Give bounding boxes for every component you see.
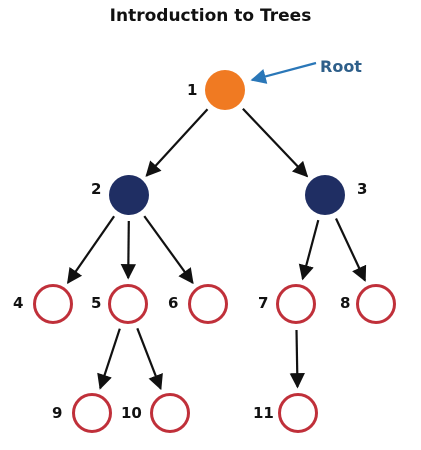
node-7-circle xyxy=(276,284,316,324)
edge-5-to-10 xyxy=(136,327,163,391)
edge-7-to-11 xyxy=(289,329,305,389)
node-11-label: 11 xyxy=(253,404,274,422)
root-pointer-arrow xyxy=(250,61,317,84)
node-1-label: 1 xyxy=(187,81,197,99)
edge-1-to-2 xyxy=(145,108,209,177)
node-7-label: 7 xyxy=(258,294,268,312)
node-1-circle xyxy=(205,70,245,110)
node-8-circle xyxy=(356,284,396,324)
node-11-circle xyxy=(278,393,318,433)
node-6-circle xyxy=(188,284,228,324)
edge-3-to-7 xyxy=(298,219,320,281)
node-5-label: 5 xyxy=(91,294,101,312)
node-9-circle xyxy=(72,393,112,433)
edge-2-to-6 xyxy=(143,215,194,285)
edges-layer xyxy=(66,108,367,391)
node-2-circle xyxy=(109,175,149,215)
root-annotation: Root xyxy=(250,57,362,84)
node-8-label: 8 xyxy=(340,294,350,312)
root-annotation-label: Root xyxy=(320,57,362,76)
node-4-label: 4 xyxy=(13,294,23,312)
node-5-circle xyxy=(108,284,148,324)
node-3-label: 3 xyxy=(357,180,367,198)
node-9-label: 9 xyxy=(52,404,62,422)
diagram-title: Introduction to Trees xyxy=(109,6,312,26)
edge-2-to-5 xyxy=(120,220,137,280)
edge-5-to-9 xyxy=(97,328,121,390)
node-4-circle xyxy=(33,284,73,324)
edge-3-to-8 xyxy=(335,218,367,282)
nodes-layer: 1 2 3 4 5 6 7 8 9 10 11 xyxy=(13,70,396,433)
node-10-circle xyxy=(150,393,190,433)
node-2-label: 2 xyxy=(91,180,101,198)
node-3-circle xyxy=(305,175,345,215)
edge-1-to-3 xyxy=(242,108,309,178)
node-10-label: 10 xyxy=(121,404,142,422)
node-6-label: 6 xyxy=(168,294,178,312)
edge-2-to-4 xyxy=(66,215,116,284)
